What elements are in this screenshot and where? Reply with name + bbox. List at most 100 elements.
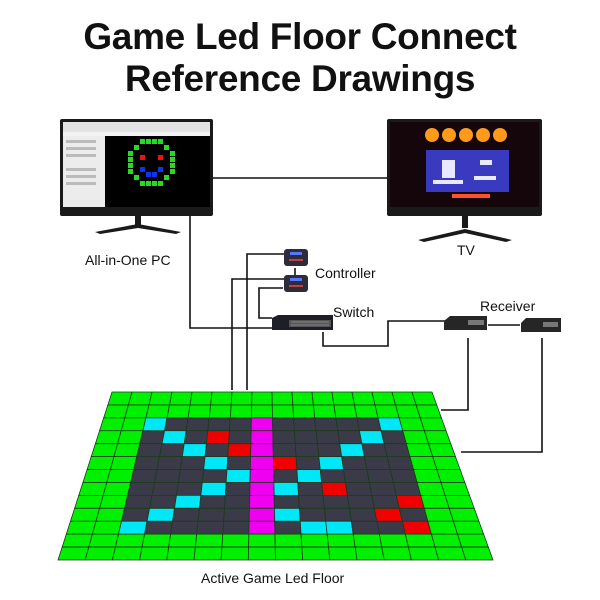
floor-tile	[65, 520, 97, 535]
floor-tile	[374, 404, 400, 419]
wire-switch-receiver	[322, 320, 445, 347]
floor-tile	[353, 404, 379, 419]
floor-tile	[315, 430, 341, 445]
floor-tile	[294, 430, 318, 445]
floor-tile	[113, 443, 141, 458]
floor-tile	[170, 520, 199, 535]
floor-tile	[145, 404, 170, 419]
floor-tile	[250, 417, 274, 432]
floor-tile	[177, 469, 205, 483]
floor-tile	[311, 391, 335, 406]
floor-tile	[144, 520, 174, 535]
floor-tile	[273, 469, 299, 483]
floor-tile	[345, 482, 373, 496]
floor-tile	[197, 507, 225, 522]
floor-tile	[314, 417, 339, 432]
floor-tile	[229, 404, 253, 419]
floor-tile	[203, 456, 229, 470]
floor-tile	[273, 494, 300, 509]
floor-tile	[249, 469, 275, 483]
floor-tile	[296, 469, 323, 483]
floor-tile	[273, 482, 300, 496]
floor-tile	[207, 417, 231, 432]
floor-tile	[348, 507, 378, 522]
floor-tile	[319, 469, 346, 483]
floor-tile	[183, 430, 209, 445]
floor-tile	[174, 494, 202, 509]
floor-tile	[224, 482, 251, 496]
floor-tile	[109, 456, 138, 470]
floor-tile	[444, 494, 475, 509]
floor-tile	[271, 404, 295, 419]
floor-tile	[356, 417, 382, 432]
floor-tile	[326, 533, 356, 548]
floor-tile	[222, 520, 250, 535]
floor-tile	[124, 494, 153, 509]
floor-tile	[196, 520, 225, 535]
floor-tile	[168, 533, 198, 548]
floor-tile	[185, 417, 210, 432]
floor-tile	[274, 546, 304, 561]
floor-tile	[78, 482, 108, 496]
floor-tile	[358, 430, 385, 445]
floor-tile	[274, 507, 301, 522]
floor-tile	[179, 456, 206, 470]
floor-tile	[354, 546, 385, 561]
tv-label: TV	[457, 242, 475, 258]
floor-tile	[98, 417, 126, 432]
floor-tile	[208, 404, 232, 419]
floor-tile	[376, 520, 406, 535]
floor-tile	[368, 482, 397, 496]
floor-tile	[210, 391, 233, 406]
receiver-device-2	[521, 318, 561, 332]
pc-label: All-in-One PC	[85, 252, 171, 268]
floor-tile	[161, 430, 187, 445]
floor-tile	[294, 443, 320, 458]
wire-controller2-floor	[231, 278, 285, 390]
floor-tile	[193, 546, 223, 561]
floor-tile	[88, 533, 119, 548]
controller-device-2	[284, 275, 308, 292]
floor-tile	[227, 443, 252, 458]
floor-tile	[250, 430, 274, 445]
floor-tile	[84, 546, 116, 561]
floor-tile	[247, 546, 276, 561]
floor-tile	[423, 507, 454, 522]
floor-tile	[318, 456, 345, 470]
switch-label: Switch	[333, 304, 375, 320]
floor-tile	[297, 482, 324, 496]
floor-tile	[189, 391, 213, 406]
page-title-line-1: Game Led Floor Connect	[83, 16, 517, 57]
floor-tile	[248, 520, 276, 535]
floor-tile	[94, 430, 122, 445]
floor-tile	[456, 533, 489, 548]
floor-tile	[149, 494, 177, 509]
floor-tile	[380, 430, 407, 445]
floor-tile	[312, 404, 337, 419]
floor-tile	[201, 469, 228, 483]
floor-tile	[223, 507, 250, 522]
floor-tile	[448, 507, 480, 522]
floor-tile	[423, 430, 452, 445]
floor-tile	[440, 482, 471, 496]
floor-tile	[317, 443, 343, 458]
floor-tile	[148, 391, 173, 406]
floor-tile	[363, 456, 391, 470]
network-switch	[272, 315, 333, 330]
wires	[189, 177, 543, 453]
floor-tile	[383, 443, 411, 458]
floor-tile	[335, 417, 360, 432]
floor-tile	[420, 494, 450, 509]
floor-tile	[249, 494, 275, 509]
floor-tile	[415, 404, 442, 419]
floor-tile	[136, 443, 163, 458]
floor-tile	[389, 469, 418, 483]
floor-tile	[166, 546, 196, 561]
floor-tile	[272, 443, 297, 458]
floor-tile	[133, 456, 161, 470]
controller-label: Controller	[315, 265, 376, 281]
floor-tile	[333, 404, 358, 419]
floor-tile	[121, 507, 151, 522]
page-title-line-2: Reference Drawings	[124, 58, 476, 99]
